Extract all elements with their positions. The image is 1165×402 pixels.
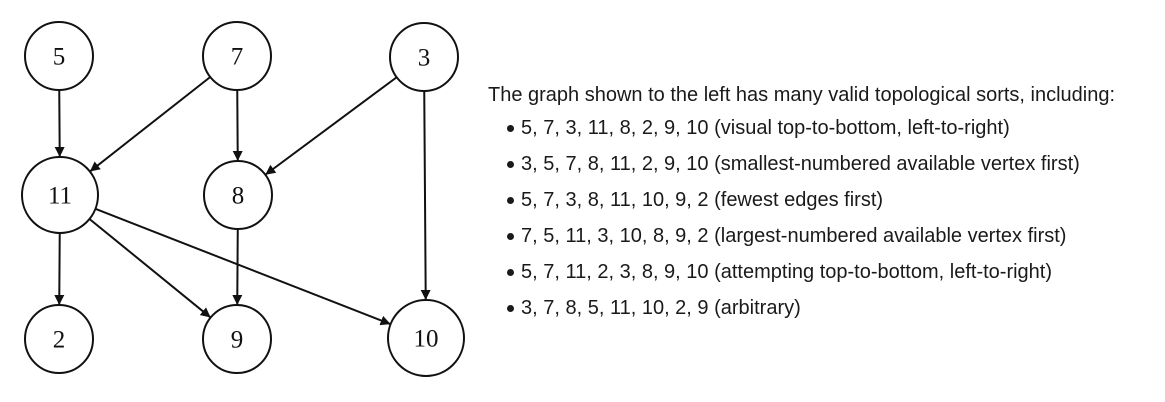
dag-graph: 5 7 3 11 8 2 9 10 — [21, 21, 465, 377]
node-label: 11 — [48, 183, 72, 210]
list-item: 3, 7, 8, 5, 11, 10, 2, 9 (arbitrary) — [507, 296, 1158, 332]
edge-3-to-10 — [420, 90, 431, 301]
bullet-icon — [507, 269, 514, 276]
bullet-icon — [507, 125, 514, 132]
graph-node: 11 — [21, 156, 99, 234]
edge-3-to-8 — [264, 76, 398, 176]
sort-list: 5, 7, 3, 11, 8, 2, 9, 10 (visual top-to-… — [488, 116, 1158, 332]
sort-text: 5, 7, 11, 2, 3, 8, 9, 10 (attempting top… — [521, 261, 1053, 283]
graph-node: 7 — [202, 21, 272, 91]
topological-sorts-caption: The graph shown to the left has many val… — [488, 83, 1158, 332]
bullet-icon — [507, 161, 514, 168]
node-circle — [202, 304, 272, 374]
graph-node: 9 — [202, 304, 272, 374]
list-item: 5, 7, 3, 8, 11, 10, 9, 2 (fewest edges f… — [507, 188, 1158, 224]
node-label: 8 — [232, 183, 245, 210]
nodes: 5 7 3 11 8 2 9 10 — [21, 21, 465, 377]
edge-11-to-10 — [95, 207, 391, 326]
sort-text: 5, 7, 3, 11, 8, 2, 9, 10 (visual top-to-… — [521, 117, 1010, 139]
sort-text: 5, 7, 3, 8, 11, 10, 9, 2 (fewest edges f… — [521, 189, 884, 211]
edge-8-to-9 — [232, 228, 243, 306]
bullet-icon — [507, 305, 514, 312]
edge-11-to-9 — [88, 218, 212, 319]
node-label: 2 — [53, 327, 66, 354]
node-circle — [202, 21, 272, 91]
edge-11-to-2 — [54, 232, 65, 306]
caption-intro: The graph shown to the left has many val… — [488, 84, 1116, 106]
graph-node: 8 — [203, 160, 273, 230]
sort-text: 3, 7, 8, 5, 11, 10, 2, 9 (arbitrary) — [521, 297, 801, 319]
graph-node: 5 — [24, 21, 94, 91]
graph-node: 10 — [387, 299, 465, 377]
edge-7-to-11 — [89, 76, 211, 173]
list-item: 3, 5, 7, 8, 11, 2, 9, 10 (smallest-numbe… — [507, 152, 1158, 188]
edge-7-to-8 — [232, 89, 243, 162]
bullet-icon — [507, 233, 514, 240]
list-item: 7, 5, 11, 3, 10, 8, 9, 2 (largest-number… — [507, 224, 1158, 260]
node-label: 5 — [53, 44, 66, 71]
list-item: 5, 7, 3, 11, 8, 2, 9, 10 (visual top-to-… — [507, 116, 1158, 152]
list-item: 5, 7, 11, 2, 3, 8, 9, 10 (attempting top… — [507, 260, 1158, 296]
graph-node: 2 — [24, 304, 94, 374]
sort-text: 3, 5, 7, 8, 11, 2, 9, 10 (smallest-numbe… — [521, 153, 1080, 175]
node-label: 3 — [418, 45, 431, 72]
node-circle — [203, 160, 273, 230]
edges — [54, 76, 431, 326]
node-label: 9 — [231, 327, 244, 354]
node-label: 10 — [414, 326, 439, 353]
node-circle — [389, 22, 459, 92]
node-circle — [387, 299, 465, 377]
node-label: 7 — [231, 44, 244, 71]
bullet-icon — [507, 197, 514, 204]
node-circle — [24, 21, 94, 91]
graph-node: 3 — [389, 22, 459, 92]
node-circle — [21, 156, 99, 234]
sort-text: 7, 5, 11, 3, 10, 8, 9, 2 (largest-number… — [521, 225, 1067, 247]
node-circle — [24, 304, 94, 374]
